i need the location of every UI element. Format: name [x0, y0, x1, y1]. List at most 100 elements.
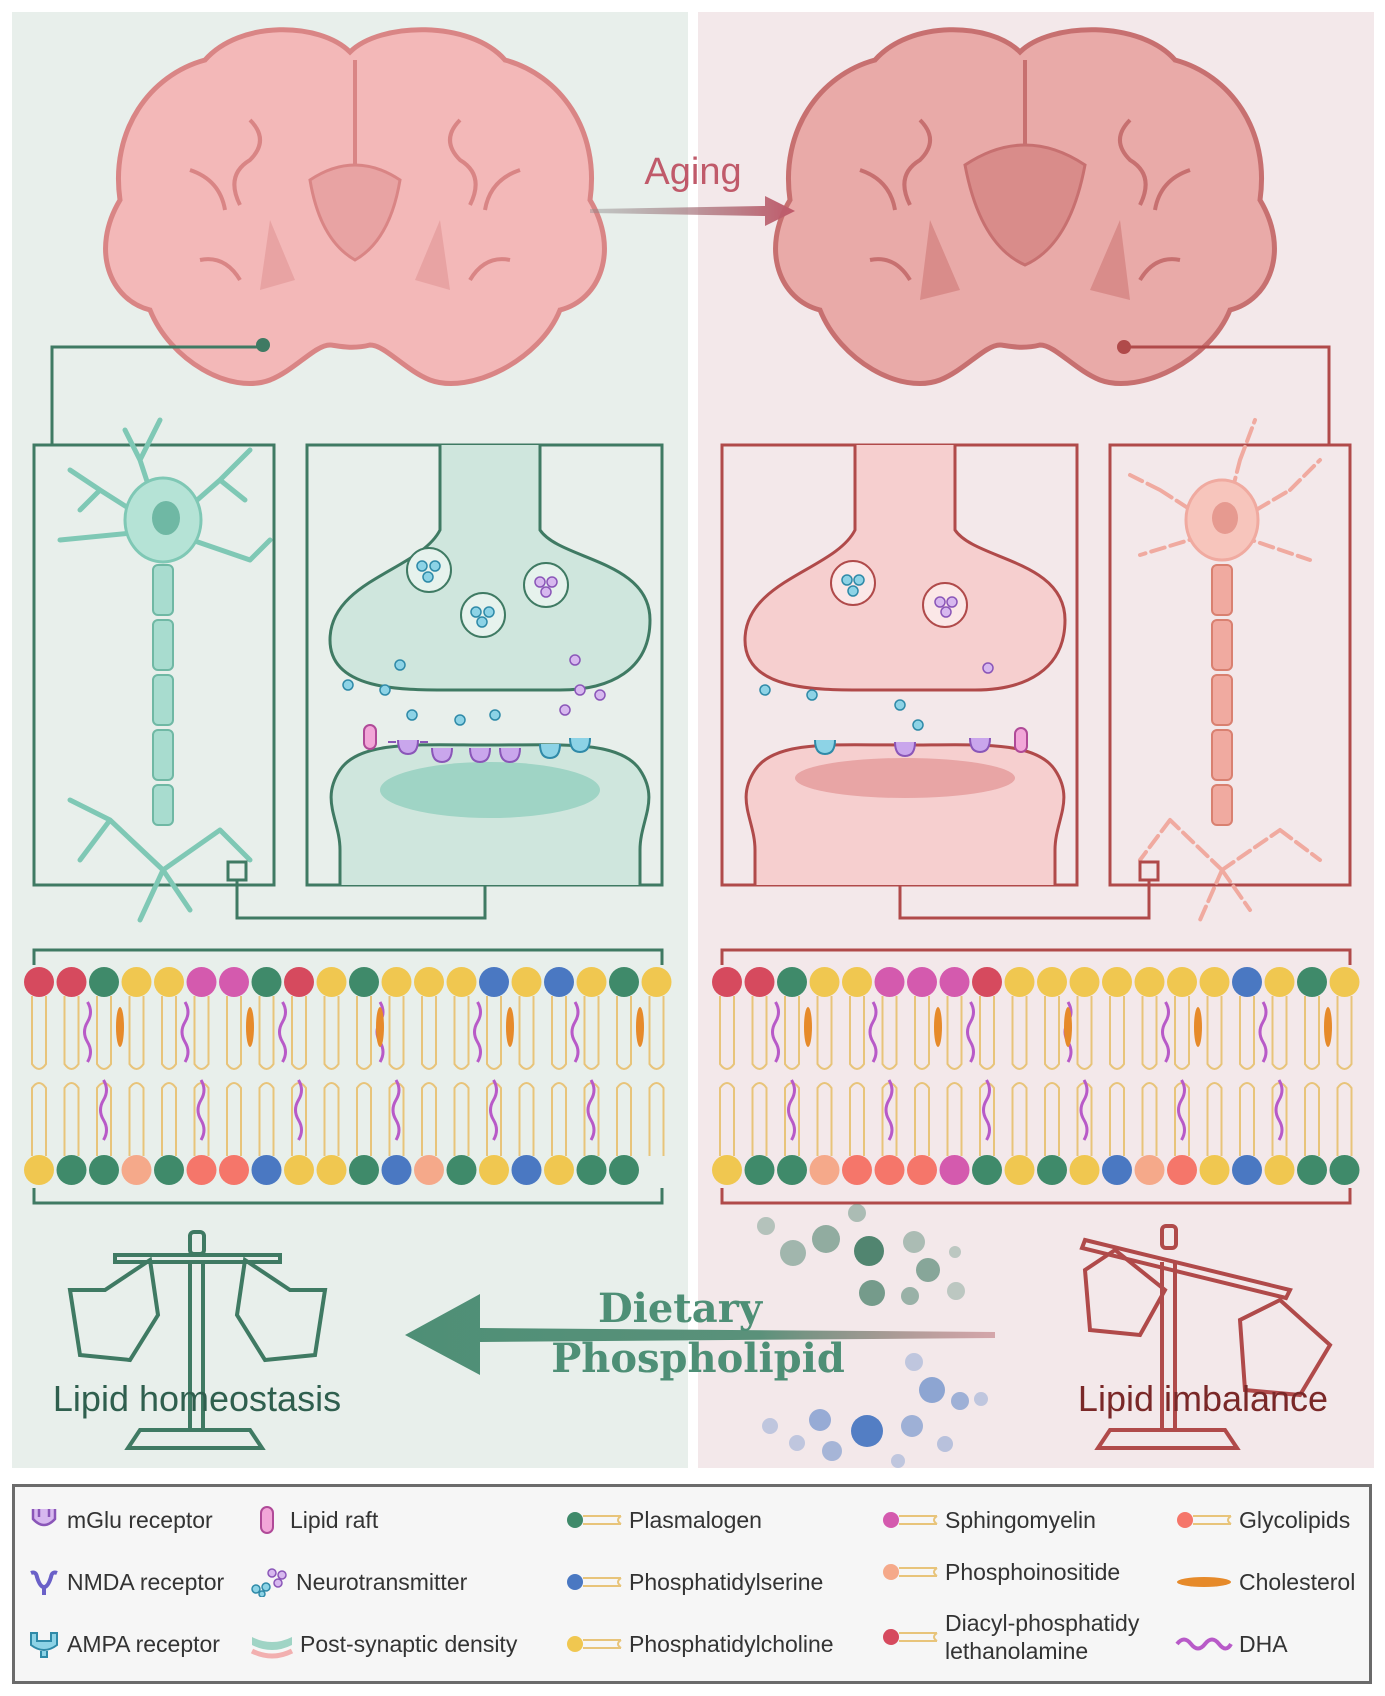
lipid-tail-bottom — [1044, 1082, 1060, 1156]
dha-chain — [1079, 1079, 1089, 1141]
dha-chain — [196, 1079, 206, 1141]
lipid-head-bottom — [56, 1155, 87, 1185]
sphingomyelin-icon — [883, 1512, 938, 1528]
lipid-tail-bottom — [323, 1082, 340, 1156]
lipid-head-bottom — [907, 1155, 937, 1185]
lipid-tail-top — [914, 996, 930, 1070]
lipid-tail-top — [453, 996, 470, 1070]
lipid-tail-top — [849, 996, 865, 1070]
healthy-connector-mid — [235, 880, 487, 920]
lipid-head-top — [316, 967, 347, 997]
lipid-tail-bottom — [551, 1082, 567, 1156]
lipid-head-bottom — [777, 1155, 807, 1185]
aged-brain — [773, 27, 1277, 386]
lipid-head-bottom — [1264, 1155, 1295, 1185]
lipid-head-bottom — [1297, 1155, 1327, 1185]
lipid-tail-top — [1304, 996, 1320, 1070]
lipid-tail-top — [291, 996, 307, 1070]
lipid-head-top — [414, 967, 444, 997]
left-state-label: Lipid homeostasis — [53, 1378, 341, 1419]
legend-item-cholesterol: Cholesterol — [1175, 1567, 1355, 1597]
lipid-head-bottom — [1069, 1155, 1100, 1185]
healthy-membrane — [24, 967, 672, 1185]
cholesterol-icon — [1177, 1577, 1231, 1587]
lipid-tail-bottom — [421, 1082, 437, 1156]
cholesterol — [116, 1007, 124, 1047]
legend-item-glycolipids: Glycolipids — [1175, 1505, 1350, 1535]
lipid-tail-top — [486, 996, 502, 1070]
healthy-axon — [152, 564, 174, 826]
aging-arrow — [590, 196, 795, 226]
lipid-tail-top — [1206, 996, 1223, 1070]
lipid-tail-top — [421, 996, 437, 1070]
lipid-head-top — [544, 967, 574, 997]
lipid-head-top — [24, 967, 54, 997]
lipid-tail-top — [648, 996, 665, 1070]
lipid-tail-top — [1174, 996, 1190, 1070]
aged-nucleus — [1212, 502, 1238, 534]
lipid-head-top — [511, 967, 542, 997]
cholesterol — [934, 1007, 942, 1047]
ampa-receptor-icon — [30, 1632, 58, 1658]
lipid-head-top — [349, 967, 379, 997]
dha-chain — [884, 1079, 894, 1141]
cholesterol — [376, 1007, 384, 1047]
right-state-label: Lipid imbalance — [1078, 1378, 1328, 1419]
dha-icon — [1175, 1637, 1233, 1651]
lipid-tail-top — [1109, 996, 1125, 1070]
lipid-tail-top — [751, 996, 768, 1070]
lipid-head-bottom — [544, 1155, 574, 1185]
lipid-tail-bottom — [63, 1082, 80, 1156]
aged-axon — [1211, 564, 1233, 826]
lipid-head-bottom — [712, 1155, 742, 1185]
lipid-head-top — [121, 967, 152, 997]
lipid-head-bottom — [154, 1155, 184, 1185]
lipid-tail-bottom — [128, 1082, 145, 1156]
lipid-head-top — [154, 967, 184, 997]
lipid-head-bottom — [576, 1155, 607, 1185]
lipid-tail-top — [161, 996, 177, 1070]
lipid-tail-bottom — [1304, 1082, 1320, 1156]
lipid-tail-bottom — [946, 1082, 963, 1156]
lipid-head-top — [56, 967, 87, 997]
legend: mGlu receptor NMDA receptor AMPA recepto… — [12, 1484, 1372, 1684]
dha-chain — [473, 1001, 482, 1063]
lipid-head-bottom — [284, 1155, 314, 1185]
lipid-tail-bottom — [849, 1082, 865, 1156]
legend-item-neurotransmitter: Neurotransmitter — [250, 1567, 467, 1597]
lipid-head-top — [251, 967, 282, 997]
lipid-head-top — [1069, 967, 1100, 997]
dietary-phospholipid-arrow — [405, 1294, 995, 1375]
lipid-head-top — [1232, 967, 1262, 997]
lipid-tail-bottom — [1206, 1082, 1223, 1156]
lipid-tail-bottom — [518, 1082, 535, 1156]
dha-chain — [787, 1079, 796, 1141]
lipid-head-bottom — [874, 1155, 905, 1185]
lipid-tail-top — [388, 996, 405, 1070]
healthy-membrane-bracket-bottom — [32, 1188, 664, 1205]
lipid-tail-top — [96, 996, 112, 1070]
lipid-head-top — [89, 967, 119, 997]
dha-chain — [1274, 1079, 1284, 1141]
lipid-raft-icon — [260, 1506, 274, 1534]
cholesterol — [1064, 1007, 1072, 1047]
released-lipid-particles — [757, 1204, 988, 1468]
lipid-tail-bottom — [1239, 1082, 1255, 1156]
legend-item-plasmalogen: Plasmalogen — [565, 1505, 762, 1535]
dha-chain — [1177, 1079, 1186, 1141]
diacyl-pe-icon — [883, 1629, 938, 1645]
plasmalogen-icon — [567, 1512, 622, 1528]
lipid-head-top — [972, 967, 1002, 997]
tilted-scale-icon — [1079, 1224, 1333, 1450]
lipid-head-bottom — [744, 1155, 775, 1185]
lipid-tail-bottom — [31, 1082, 47, 1156]
aged-membrane-bracket-bottom — [720, 1188, 1352, 1205]
mglu-receptor-icon — [31, 1509, 57, 1527]
lipid-head-bottom — [89, 1155, 119, 1185]
lipid-head-bottom — [381, 1155, 412, 1185]
legend-item-pc: Phosphatidylcholine — [565, 1629, 834, 1659]
lipid-head-bottom — [446, 1155, 477, 1185]
lipid-tail-top — [31, 996, 47, 1070]
lipid-tail-top — [1336, 996, 1353, 1070]
lipid-tail-top — [719, 996, 735, 1070]
